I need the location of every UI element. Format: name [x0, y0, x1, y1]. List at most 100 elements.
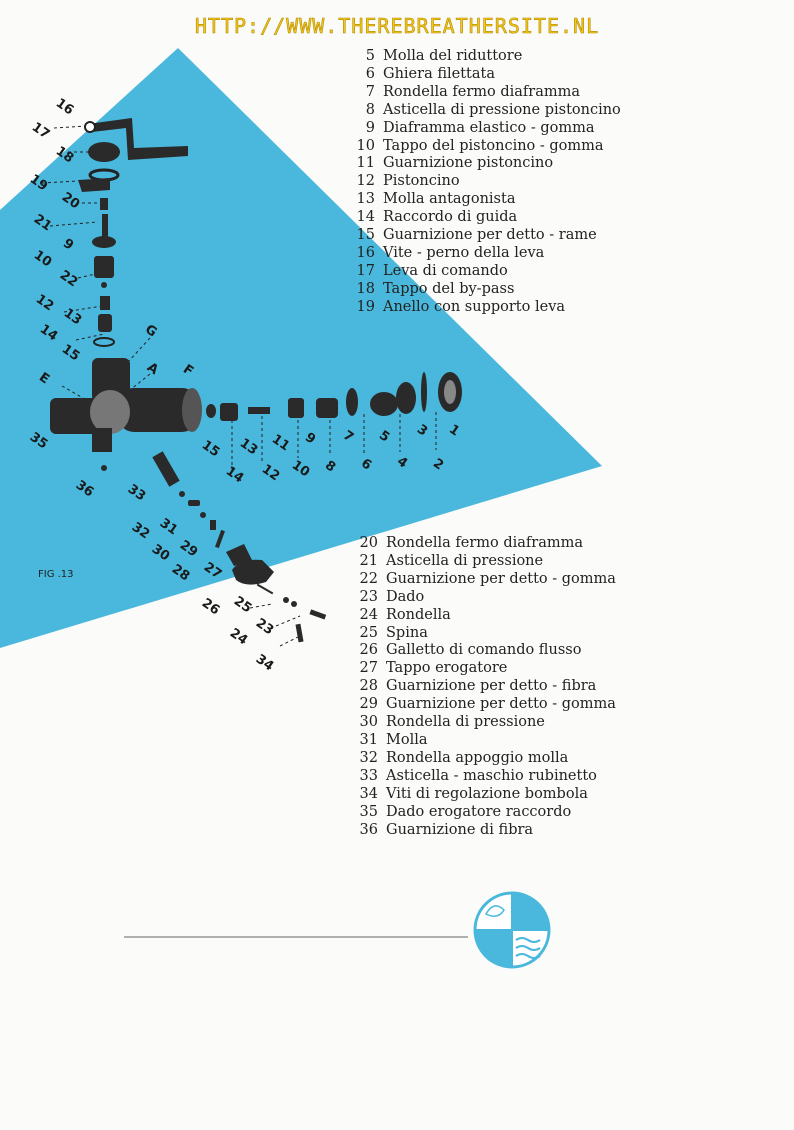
legend-number: 12 [356, 173, 375, 190]
legend-item: 24 Rondella [351, 607, 616, 625]
legend-text: Guarnizione per detto - gomma [386, 570, 616, 587]
legend-number: 11 [356, 155, 375, 172]
legend-item: 35 Dado erogatore raccordo [351, 804, 616, 822]
lower-parts [101, 451, 327, 643]
legend-item: 30 Rondella di pressione [351, 714, 616, 732]
legend-number: 20 [359, 535, 378, 551]
legend-text: Viti di regolazione bombola [386, 785, 588, 802]
legend-text: Asticella di pressione pistoncino [383, 101, 621, 118]
legend-number: 35 [359, 803, 378, 820]
legend-item: 28 Guarnizione per detto - fibra [351, 678, 616, 696]
legend-text: Pistoncino [383, 173, 460, 190]
legend-number: 24 [359, 606, 378, 623]
part-label-34: 34 [253, 652, 276, 675]
legend-text: Ghiera filettata [383, 65, 495, 82]
part-label-26: 26 [199, 596, 222, 619]
legend-text: Tappo del pistoncino - gomma [383, 137, 604, 154]
legend-number: 29 [359, 696, 378, 713]
legend-text: Leva di comando [383, 262, 508, 279]
legend-text: Anello con supporto leva [383, 298, 566, 315]
legend-item: 20 Rondella fermo diaframma [351, 535, 616, 553]
legend-number: 6 [365, 65, 375, 82]
legend-text: Diaframma elastico - gomma [383, 119, 595, 136]
legend-number: 26 [359, 642, 378, 659]
legend-number: 19 [356, 298, 375, 315]
legend-item: 34 Viti di regolazione bombola [351, 786, 616, 804]
legend-text: Rondella di pressione [386, 714, 545, 731]
legend-item: 21 Asticella di pressione [351, 553, 616, 571]
legend-item: 7 Rondella fermo diaframma [348, 84, 621, 102]
legend-item: 10 Tappo del pistoncino - gomma [348, 138, 621, 156]
legend-text: Guarnizione per detto - gomma [386, 696, 616, 713]
legend-text: Spina [386, 624, 428, 641]
legend-text: Molla antagonista [383, 191, 516, 208]
legend-number: 33 [359, 767, 378, 784]
legend-number: 15 [356, 227, 375, 244]
legend-text: Asticella di pressione [386, 552, 544, 569]
legend-number: 27 [359, 660, 378, 677]
legend-item: 6 Ghiera filettata [348, 66, 621, 84]
legend-number: 18 [356, 280, 375, 297]
legend-text: Guarnizione di fibra [386, 821, 534, 838]
legend-number: 5 [365, 48, 375, 64]
legend-item: 5 Molla del riduttore [348, 48, 621, 66]
legend-text: Guarnizione per detto - fibra [386, 678, 597, 695]
legend-text: Rondella appoggio molla [386, 749, 569, 766]
part-label-25: 25 [231, 594, 254, 617]
legend-number: 23 [359, 588, 378, 605]
legend-number: 14 [356, 209, 375, 226]
parts-legend-top: 5 Molla del riduttore 6 Ghiera filettata 7 Ro… [348, 48, 621, 317]
legend-text: Guarnizione pistoncino [383, 155, 554, 172]
valve-body [50, 358, 202, 452]
legend-item: 22 Guarnizione per detto - gomma [351, 571, 616, 589]
legend-text: Dado [386, 588, 425, 605]
legend-number: 32 [359, 749, 378, 766]
legend-text: Tappo erogatore [386, 660, 508, 677]
legend-number: 10 [356, 137, 375, 154]
legend-text: Molla del riduttore [383, 48, 523, 64]
horizontal-parts [206, 372, 462, 421]
legend-text: Rondella fermo diaframma [386, 535, 583, 551]
legend-text: Rondella [386, 606, 451, 623]
legend-number: 34 [359, 785, 378, 802]
legend-item: 36 Guarnizione di fibra [351, 822, 616, 840]
legend-item: 9 Diaframma elastico - gomma [348, 120, 621, 138]
legend-item: 19 Anello con supporto leva [348, 299, 621, 317]
legend-item: 27 Tappo erogatore [351, 660, 616, 678]
legend-item: 12 Pistoncino [348, 173, 621, 191]
legend-number: 9 [365, 119, 375, 136]
blue-background-triangle [0, 48, 602, 648]
circle-logo-icon [473, 891, 551, 969]
legend-text: Rondella fermo diaframma [383, 83, 580, 100]
top-parts-stack [78, 118, 188, 347]
legend-text: Dado erogatore raccordo [386, 803, 572, 820]
legend-item: 17 Leva di comando [348, 263, 621, 281]
figure-caption: FIG .13 [38, 569, 74, 580]
source-url[interactable]: HTTP://WWW.THEREBREATHERSITE.NL [194, 14, 600, 39]
legend-item: 11 Guarnizione pistoncino [348, 155, 621, 173]
legend-item: 29 Guarnizione per detto - gomma [351, 696, 616, 714]
legend-number: 30 [359, 714, 378, 731]
legend-number: 7 [365, 83, 375, 100]
legend-text: Vite - perno della leva [383, 244, 545, 261]
legend-number: 36 [359, 821, 378, 838]
legend-text: Raccordo di guida [383, 209, 518, 226]
legend-text: Molla [386, 731, 428, 748]
legend-number: 21 [359, 552, 378, 569]
part-label-16: 16 [53, 96, 76, 119]
legend-number: 17 [356, 262, 375, 279]
legend-item: 32 Rondella appoggio molla [351, 750, 616, 768]
legend-number: 28 [359, 678, 378, 695]
legend-text: Tappo del by-pass [383, 280, 515, 297]
part-label-24: 24 [227, 626, 250, 649]
legend-number: 22 [359, 570, 378, 587]
legend-item: 14 Raccordo di guida [348, 209, 621, 227]
